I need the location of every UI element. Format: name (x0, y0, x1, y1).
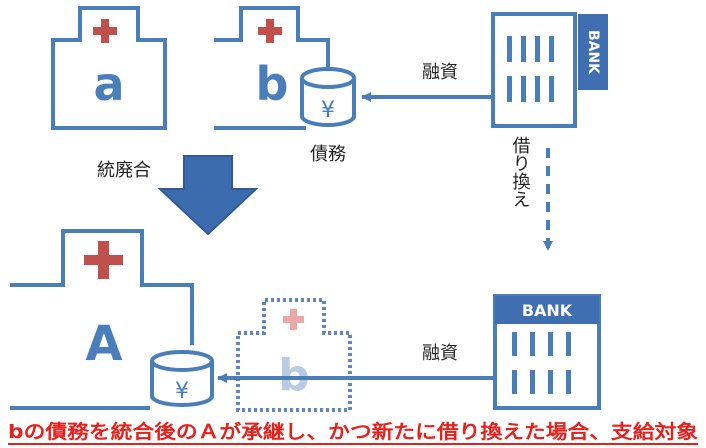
hospital-b-letter: b (256, 57, 289, 111)
hospital-A-letter: A (85, 316, 122, 372)
hospital-A: A (10, 229, 194, 410)
hospital-a: a (51, 6, 167, 130)
loan-label-bottom: 融資 (422, 343, 458, 364)
ghost-hospital-b: b (236, 298, 352, 412)
hospital-b-outline (214, 6, 330, 130)
bank-top-windows (507, 36, 554, 102)
loan-label-top: 融資 (422, 62, 458, 83)
ghost-hospital-b-outline (236, 298, 352, 412)
bank-bottom: BANK (493, 294, 601, 410)
merge-label: 統廃合 (97, 160, 151, 181)
refinance-label-text: 借り換え (510, 136, 531, 208)
refinance-label: 借り換え (510, 136, 531, 208)
hospital-a-outline (51, 6, 167, 130)
merge-arrow-icon (157, 155, 259, 236)
bank-top-sign (578, 14, 608, 90)
bank-top: BANK (491, 12, 608, 128)
hospital-a-letter: a (93, 57, 124, 111)
bank-bottom-sign (495, 296, 599, 324)
hospital-A-cross-icon (84, 241, 123, 279)
ghost-hospital-b-letter: b (278, 350, 310, 401)
debt-yen-symbol: ¥ (321, 98, 335, 123)
bank-top-body (491, 12, 577, 128)
debt-bottom-yen-symbol: ¥ (175, 379, 189, 404)
hospital-b: b (214, 6, 330, 130)
debt-label: 債務 (310, 144, 346, 165)
debt-cylinder-icon: ¥ (300, 67, 356, 127)
hospital-A-outline (10, 229, 194, 410)
ghost-cross-icon (283, 309, 304, 330)
hospital-a-cross-icon (93, 19, 117, 43)
caption-text: bの債務を統合後のＡが承継し、かつ新たに借り換えた場合、支給対象 (8, 420, 698, 443)
bank-bottom-windows (512, 332, 571, 394)
debt-cylinder-bottom-icon: ¥ (150, 350, 214, 407)
bank-top-label: BANK (585, 30, 601, 75)
hospital-b-cross-icon (258, 19, 282, 43)
bank-bottom-label: BANK (522, 301, 573, 320)
